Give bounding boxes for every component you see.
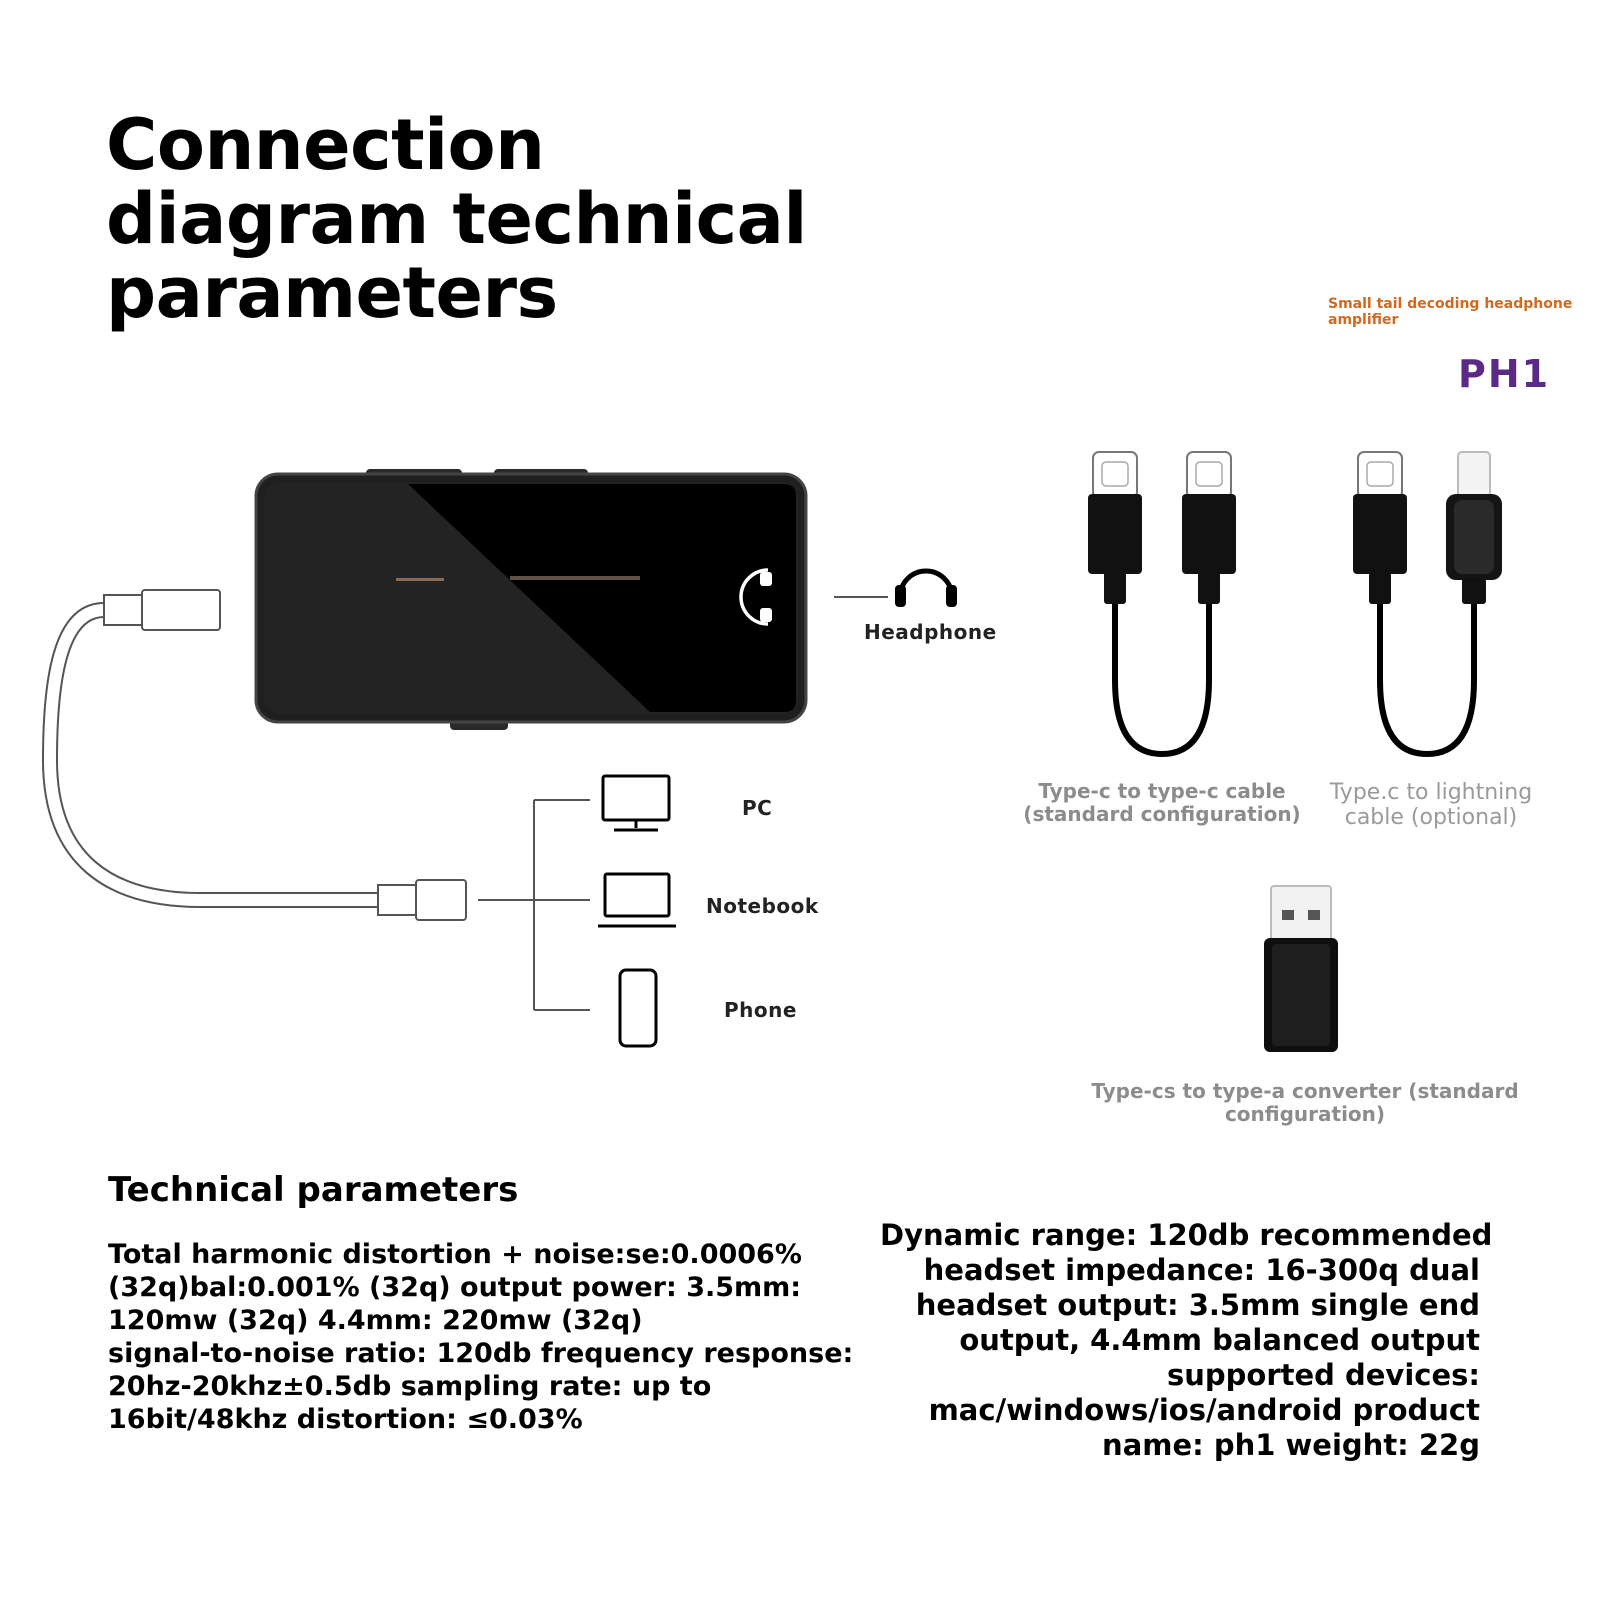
device-label-phone: Phone: [724, 998, 797, 1022]
accessory-caption-usb-a-adapter: Type-cs to type-a converter (standard co…: [1070, 1080, 1540, 1126]
tech-params-left: Total harmonic distortion + noise:se:0.0…: [108, 1238, 868, 1436]
tech-line: signal-to-noise ratio: 120db frequency r…: [108, 1338, 854, 1369]
usb-c-cable-icon: [1088, 451, 1236, 758]
monitor-icon: [601, 774, 671, 832]
laptop-icon: [598, 872, 676, 928]
tech-line: 120mw (32q) 4.4mm: 220mw (32q): [108, 1305, 643, 1336]
accessory-caption-lightning-cable: Type.c to lightning cable (optional): [1296, 780, 1566, 830]
brand-tagline-line: Small tail decoding headphone: [1328, 296, 1573, 312]
caption-line: (standard configuration): [1023, 802, 1301, 826]
connection-diagram: [41, 451, 1502, 1052]
tech-line: headset output: 3.5mm single end: [915, 1288, 1480, 1322]
headphone-label: Headphone: [864, 620, 997, 644]
tech-line: name: ph1 weight: 22g: [1102, 1428, 1480, 1462]
tech-line: supported devices:: [1166, 1358, 1480, 1392]
amplifier-device-icon: [254, 469, 808, 730]
title-line: diagram technical: [106, 178, 807, 260]
caption-line: Type-c to type-c cable: [1038, 779, 1286, 803]
usb-cable-icon: [41, 589, 467, 921]
usb-a-adapter-icon: [1264, 885, 1338, 1052]
tech-line: 16bit/48khz distortion: ≤0.03%: [108, 1404, 583, 1435]
lightning-cable-icon: [1353, 451, 1502, 758]
phone-icon: [618, 968, 658, 1048]
caption-line: configuration): [1224, 1102, 1386, 1126]
caption-line: Type.c to lightning: [1329, 780, 1533, 805]
tech-heading: Technical parameters: [108, 1170, 519, 1210]
headphone-icon: [895, 568, 957, 607]
tech-params-right: Dynamic range: 120db recommended headset…: [880, 1218, 1493, 1463]
tech-line: 20hz-20khz±0.5db sampling rate: up to: [108, 1371, 712, 1402]
tech-line: mac/windows/ios/android product: [928, 1393, 1480, 1427]
caption-line: Type-cs to type-a converter (standard: [1091, 1079, 1519, 1103]
caption-line: cable (optional): [1344, 805, 1518, 830]
device-hub-lines: [478, 799, 590, 1011]
tech-line: (32q)bal:0.001% (32q) output power: 3.5m…: [108, 1272, 802, 1303]
tech-line: headset impedance: 16-300q dual: [923, 1253, 1480, 1287]
device-label-pc: PC: [742, 796, 773, 820]
title-line: parameters: [106, 252, 558, 334]
brand-tagline-line: amplifier: [1328, 312, 1399, 328]
tech-line: output, 4.4mm balanced output: [959, 1323, 1480, 1357]
brand-logo: PH1: [1458, 352, 1551, 396]
page-title: Connection diagram technical parameters: [106, 108, 866, 330]
accessory-caption-usb-c-cable: Type-c to type-c cable (standard configu…: [1002, 780, 1322, 826]
tech-line: Total harmonic distortion + noise:se:0.0…: [108, 1239, 802, 1270]
device-label-notebook: Notebook: [706, 894, 819, 918]
tech-line: Dynamic range: 120db recommended: [880, 1218, 1493, 1252]
title-line: Connection: [106, 104, 545, 186]
brand-tagline: Small tail decoding headphone amplifier: [1328, 296, 1578, 328]
